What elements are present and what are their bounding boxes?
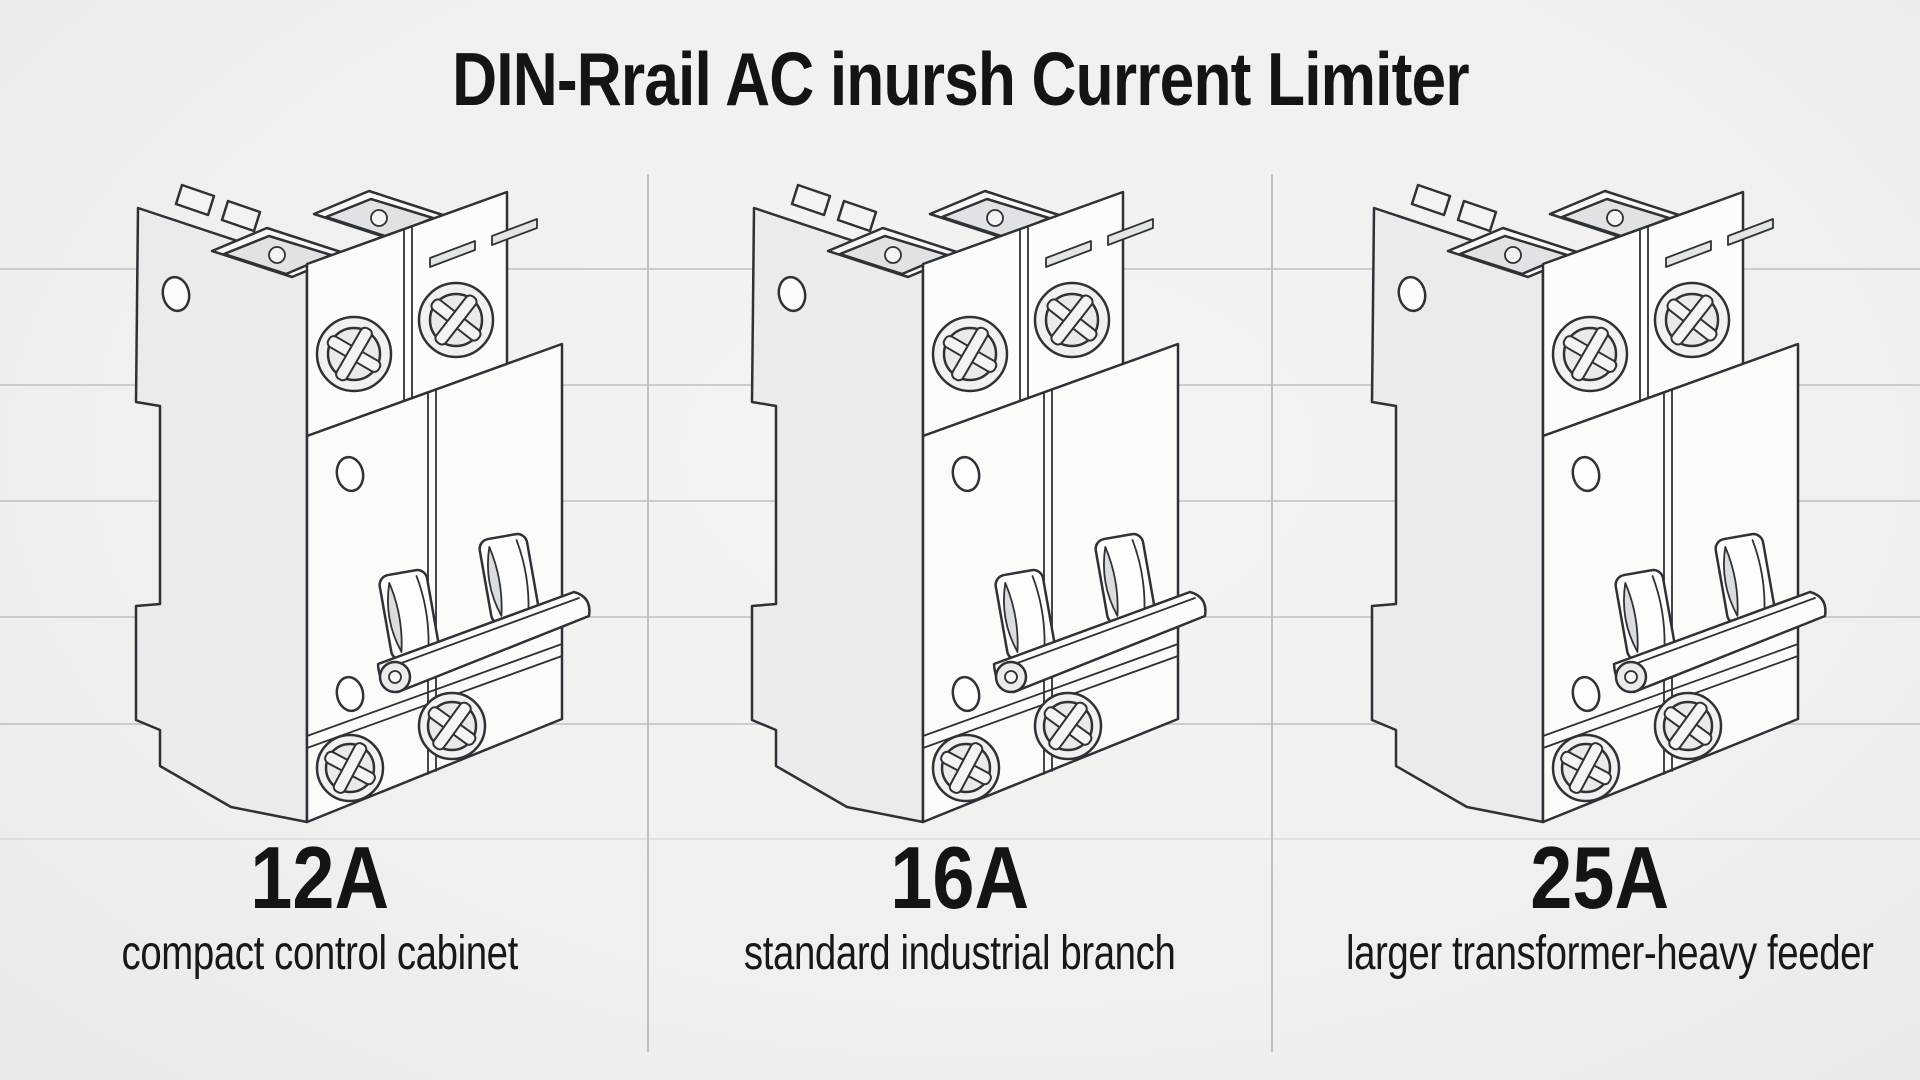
breaker-illustration [86, 160, 598, 830]
label-block: 25A larger transformer-heavy feeder [1280, 834, 1920, 978]
section-16a: 16A standard industrial branch [640, 0, 1280, 1080]
section-divider [1271, 174, 1273, 1052]
label-block: 12A compact control cabinet [0, 834, 640, 978]
breaker-illustration [702, 160, 1214, 830]
label-block: 16A standard industrial branch [640, 834, 1280, 978]
rating-label: 25A [1530, 828, 1670, 927]
description-label: larger transformer-heavy feeder [1345, 927, 1874, 980]
grid-line [0, 838, 1920, 840]
rating-label: 12A [250, 828, 390, 927]
rating-label: 16A [890, 828, 1030, 927]
breaker-illustration [1322, 160, 1834, 830]
page-title: DIN-Rrail AC inursh Current Limiter [0, 36, 1920, 122]
description-label: standard industrial branch [744, 927, 1176, 980]
section-divider [647, 174, 649, 1052]
page-title-text: DIN-Rrail AC inursh Current Limiter [451, 37, 1469, 121]
description-label: compact control cabinet [121, 927, 519, 980]
section-12a: 12A compact control cabinet [0, 0, 640, 1080]
section-25a: 25A larger transformer-heavy feeder [1280, 0, 1920, 1080]
